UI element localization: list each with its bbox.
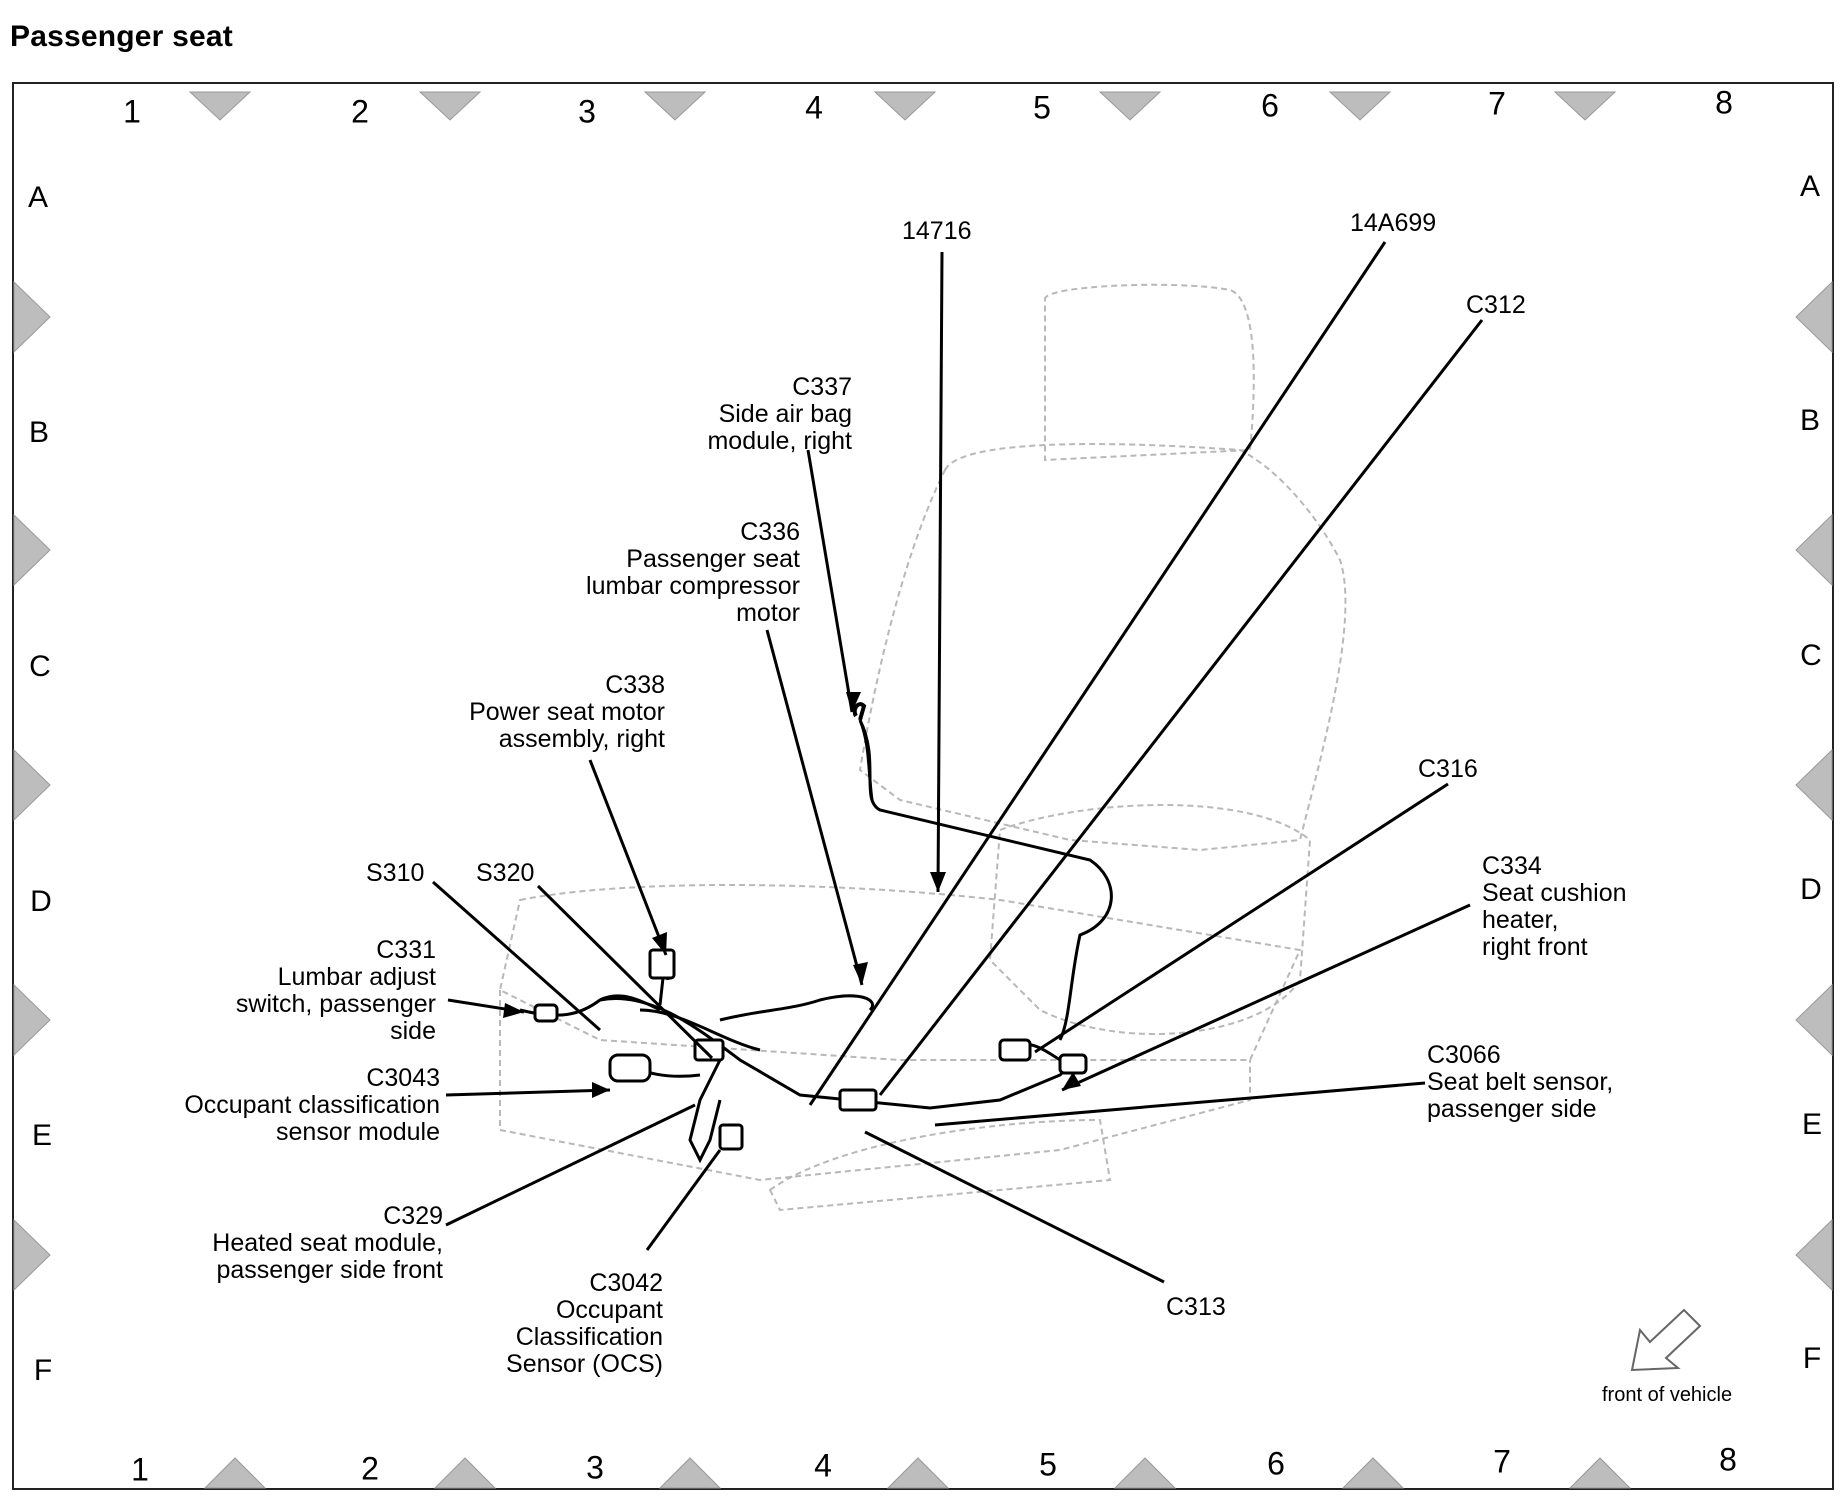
label-C336: C336 Passenger seat lumbar compressor mo… [586,519,800,627]
label-C336-line-2: Passenger seat [626,545,800,573]
label-C334-line-4: right front [1482,933,1588,961]
wiring-harness [519,702,1113,1164]
label-C3042-line-1: C3042 [589,1269,663,1297]
label-C336-line-3: lumbar compressor [586,572,800,600]
label-C334-line-2: Seat cushion [1482,879,1627,907]
grid-column-bottom-6: 6 [1267,1445,1285,1482]
label-C316: C316 [1418,755,1478,783]
page-title: Passenger seat [10,20,233,53]
grid-row-right-F: F [1802,1342,1822,1375]
label-14A699: 14A699 [1350,209,1437,237]
label-C3043-line-3: sensor module [276,1118,440,1146]
label-C338-line-1: C338 [605,671,665,699]
grid-row-left-E: E [31,1119,53,1152]
label-C331-line-2: Lumbar adjust [277,963,436,991]
label-C334-line-1: C334 [1482,852,1542,880]
grid-column-top-5: 5 [1033,89,1051,126]
label-C334: C334 Seat cushion heater, right front [1482,853,1627,961]
grid-column-top-3: 3 [578,93,596,130]
label-C329: C329 Heated seat module, passenger side … [212,1203,443,1284]
grid-column-top-7: 7 [1488,85,1506,122]
grid-row-right-C: C [1800,639,1822,672]
label-S310: S310 [366,859,425,887]
arrowheads [503,692,1081,1098]
label-C331-line-3: switch, passenger [235,990,436,1018]
grid-row-right-B: B [1799,404,1821,437]
grid-column-bottom-2: 2 [361,1450,379,1487]
grid-column-top-2: 2 [351,93,369,130]
label-S320: S320 [476,859,535,887]
label-C337: C337 Side air bag module, right [707,374,852,455]
grid-row-left-A: A [27,181,49,214]
label-C338: C338 Power seat motor assembly, right [469,672,665,753]
label-C3043: C3043 Occupant classification sensor mod… [184,1065,440,1146]
label-C3042-line-3: Classification [515,1323,663,1351]
label-C331-line-4: side [390,1017,436,1045]
label-C336-line-4: motor [736,599,800,627]
label-C3066-line-2: Seat belt sensor, [1427,1068,1614,1096]
label-C3042: C3042 Occupant Classification Sensor (OC… [506,1270,663,1378]
label-C338-line-2: Power seat motor [469,698,665,726]
label-C3066: C3066 Seat belt sensor, passenger side [1427,1042,1613,1123]
front-of-vehicle-arrow-icon [1630,1308,1702,1372]
label-C337-line-3: module, right [707,427,852,455]
label-C3066-line-3: passenger side [1427,1095,1597,1123]
grid-column-bottom-3: 3 [586,1449,604,1486]
label-C3042-line-2: Occupant [555,1296,663,1324]
leader-lines [432,241,1484,1284]
front-of-vehicle-label: front of vehicle [1602,1384,1733,1406]
label-C3066-line-1: C3066 [1427,1041,1501,1069]
grid-column-bottom-1: 1 [131,1451,149,1488]
label-C337-line-2: Side air bag [718,400,852,428]
label-C312: C312 [1466,291,1526,319]
label-C331-line-1: C331 [376,936,436,964]
grid-column-bottom-7: 7 [1493,1443,1511,1480]
label-C331: C331 Lumbar adjust switch, passenger sid… [236,937,436,1045]
grid-column-top-4: 4 [805,89,823,126]
grid-column-bottom-4: 4 [814,1447,832,1484]
grid-row-right-D: D [1800,873,1822,906]
label-C3043-line-1: C3043 [366,1064,440,1092]
grid-column-bottom-8: 8 [1719,1441,1737,1478]
label-C3042-line-4: Sensor (OCS) [506,1350,663,1378]
grid-column-bottom-5: 5 [1039,1446,1057,1483]
diagram-frame [12,82,1834,1490]
grid-column-top-1: 1 [123,93,141,130]
grid-column-top-8: 8 [1715,84,1733,121]
grid-column-top-6: 6 [1261,87,1279,124]
grid-row-left-F: F [33,1354,53,1387]
label-C329-line-1: C329 [383,1202,443,1230]
grid-row-left-B: B [28,416,50,449]
border-markers [13,91,1833,1489]
label-C336-line-1: C336 [740,518,800,546]
grid-row-left-C: C [29,650,51,683]
label-14716: 14716 [902,217,972,245]
grid-row-left-D: D [30,885,52,918]
label-C329-line-2: Heated seat module, [212,1229,443,1257]
label-C338-line-3: assembly, right [498,725,665,753]
label-C337-line-1: C337 [792,373,852,401]
grid-row-right-E: E [1801,1108,1823,1141]
label-C329-line-3: passenger side front [216,1256,443,1284]
label-C3043-line-2: Occupant classification [184,1091,440,1119]
label-C334-line-3: heater, [1482,906,1559,934]
grid-row-right-A: A [1799,170,1821,203]
label-C313: C313 [1166,1293,1226,1321]
